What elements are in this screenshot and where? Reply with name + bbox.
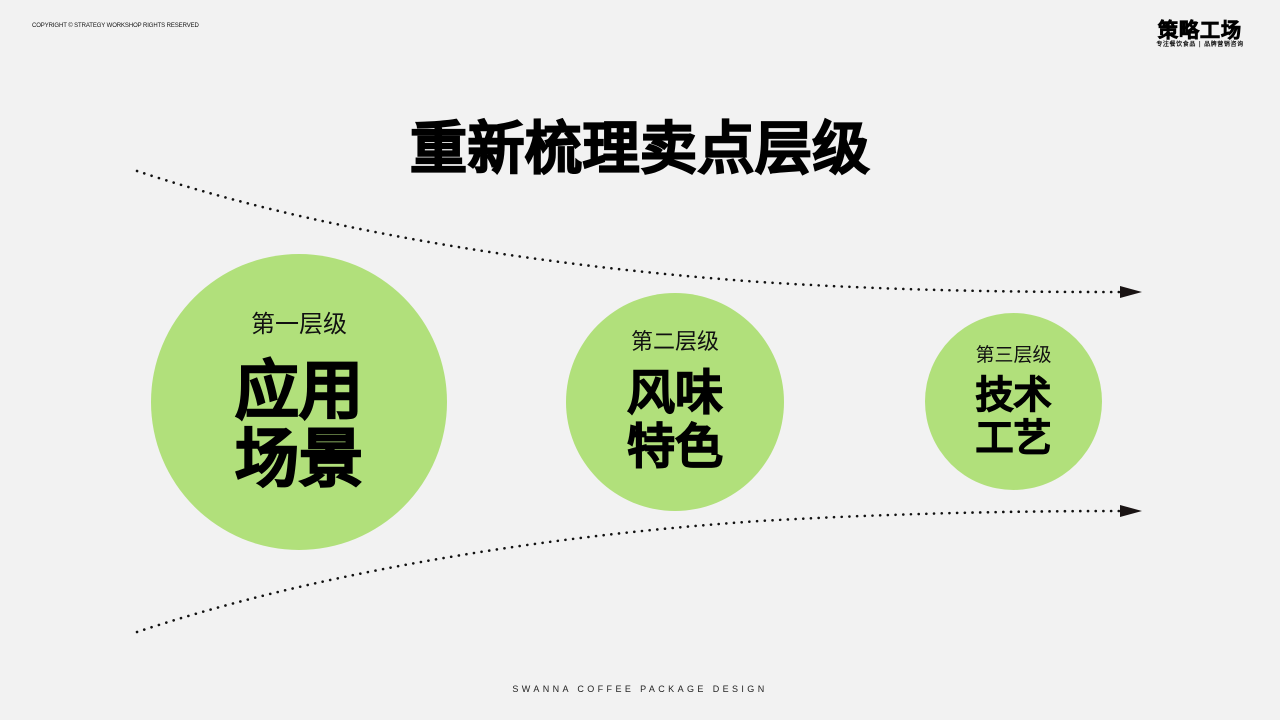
- level-2-label: 第二层级: [630, 330, 719, 355]
- level-1-label: 第一层级: [251, 310, 347, 338]
- logo-wordmark: 策略工场: [1158, 18, 1242, 42]
- top-dotted-curve: [135, 169, 1122, 294]
- footer-caption: SWANNA COFFEE PACKAGE DESIGN: [512, 684, 768, 694]
- logo-tagline: 专注餐饮食品 | 品牌营销咨询: [1156, 41, 1244, 48]
- level-1-title-line2: 场景: [234, 423, 364, 497]
- level-3-label: 第三层级: [975, 343, 1052, 366]
- level-3-title-line2: 工艺: [975, 415, 1052, 460]
- level-1-title-line1: 应用: [234, 355, 364, 429]
- level-2-title-line1: 风味: [626, 365, 723, 421]
- level-2-title-line2: 特色: [626, 419, 723, 475]
- level-3-title-line1: 技术: [975, 372, 1052, 417]
- copyright-text: COPYRIGHT © STRATEGY WORKSHOP RIGHTS RES…: [32, 23, 199, 29]
- level-3-circle: 第三层级 技术 工艺: [925, 313, 1102, 490]
- bottom-dotted-curve: [135, 509, 1122, 634]
- arrow-right-icon: [1120, 286, 1142, 298]
- brand-logo: 策略工场 专注餐饮食品 | 品牌营销咨询: [1148, 20, 1252, 49]
- page-title: 重新梳理卖点层级: [409, 115, 870, 183]
- arrow-right-icon: [1120, 505, 1142, 517]
- level-1-circle: 第一层级 应用 场景: [151, 254, 447, 550]
- level-2-circle: 第二层级 风味 特色: [566, 293, 784, 511]
